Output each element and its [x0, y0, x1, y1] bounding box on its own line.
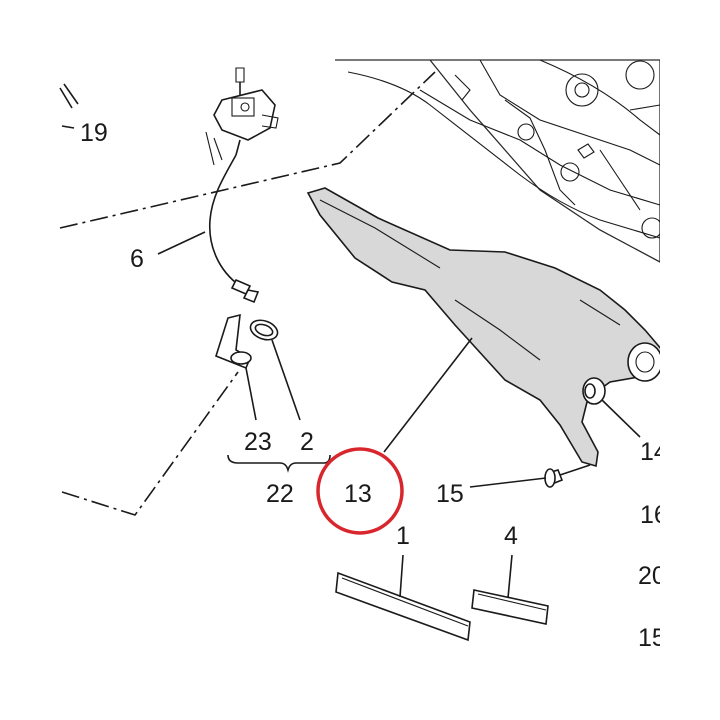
frame-assembly [335, 59, 663, 264]
callout-1: 1 [396, 522, 410, 550]
callout-2: 2 [300, 428, 314, 456]
bracket-part-23 [215, 313, 252, 370]
callout-6: 6 [130, 245, 144, 273]
screw-part-15 [544, 464, 591, 488]
callout-4: 4 [504, 522, 518, 550]
callout-19: 19 [80, 119, 108, 147]
o-ring-part-2 [249, 319, 279, 341]
callout-23: 23 [244, 428, 272, 456]
callout-22: 22 [266, 480, 294, 508]
group-brace-22 [227, 454, 331, 473]
assembly-guide-lines [59, 71, 436, 516]
part-19-marks [59, 83, 79, 109]
cover-panel-part-13 [306, 187, 663, 468]
callout-13: 13 [344, 480, 372, 508]
leader-lines [61, 125, 641, 599]
cable-latch-part-6 [205, 67, 279, 304]
grommet-part-14 [582, 377, 606, 405]
pad-part-1 [335, 571, 471, 642]
highlight-circle [316, 447, 404, 535]
right-edge-crop [660, 0, 720, 720]
pad-part-4 [471, 589, 549, 625]
callout-15: 15 [436, 480, 464, 508]
